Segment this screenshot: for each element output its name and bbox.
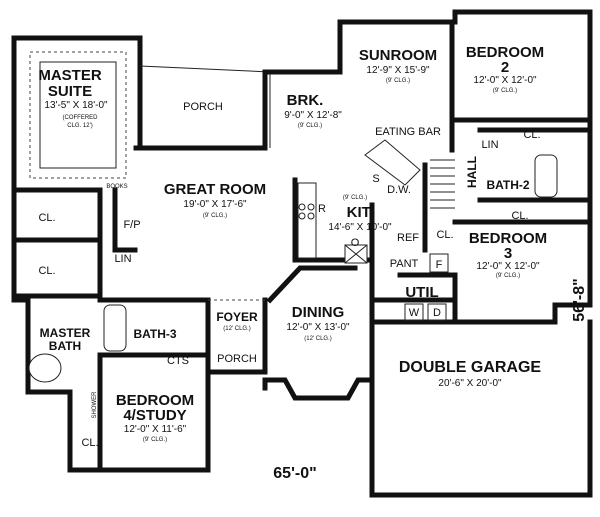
linen-label-master: LIN	[114, 253, 131, 265]
master-bath-name1: MASTER	[40, 326, 91, 340]
wall-west	[11, 35, 211, 473]
closet-label-bed4: CL.	[81, 437, 98, 449]
coffered-inner	[39, 61, 117, 169]
great-room-name: GREAT ROOM	[164, 181, 266, 198]
coffered-ceiling	[29, 51, 127, 179]
stove-burner	[307, 203, 315, 211]
bath2-tub	[534, 154, 558, 198]
closet-label-2: CL.	[38, 265, 55, 277]
stove-burner	[298, 203, 306, 211]
kit-name: KIT.	[347, 204, 374, 221]
master-tub	[28, 353, 62, 383]
bedroom2-name1: BEDROOM	[466, 44, 544, 61]
master-bath-name2: BATH	[49, 339, 81, 353]
dishwasher-label: D.W.	[387, 184, 411, 196]
washer-label: W	[409, 307, 420, 319]
bath2-name: BATH-2	[486, 178, 529, 192]
stove-burner	[298, 212, 306, 220]
hall-label: HALL	[465, 156, 479, 188]
util-name: UTIL	[405, 284, 438, 301]
wall-foyer	[205, 297, 268, 375]
foyer-name: FOYER	[216, 310, 258, 324]
kit-clg: (9' CLG.)	[343, 195, 367, 201]
porch-front-name: PORCH	[217, 353, 257, 365]
sink-label: S	[372, 173, 379, 185]
dining-name: DINING	[292, 304, 345, 321]
shower-label: SHOWER	[92, 391, 98, 419]
bedroom2-clg: (9' CLG.)	[493, 88, 517, 94]
closet-label-bed2: CL.	[523, 129, 540, 141]
wall-front-dining	[262, 377, 375, 401]
garage-size: 20'-6" X 20'-0"	[438, 378, 502, 389]
refrigerator-label: REF	[397, 232, 419, 244]
bedroom4-size: 12'-0" X 11'-6"	[124, 424, 187, 435]
bedroom2-size: 12'-0" X 12'-0"	[473, 75, 537, 86]
brk-name: BRK.	[287, 92, 324, 109]
stair-lines	[430, 159, 455, 209]
wall-master-suite	[11, 35, 143, 151]
range-label: R	[318, 203, 326, 215]
washer-box	[404, 303, 424, 321]
great-room-clg: (9' CLG.)	[203, 213, 227, 219]
freezer-label: F	[436, 259, 443, 271]
bedroom2-name2: 2	[501, 59, 509, 76]
closet-label-bath2: CL.	[511, 210, 528, 222]
wall-util	[397, 272, 458, 325]
width-dimension: 65'-0"	[273, 465, 316, 482]
eating-bar-island	[364, 139, 421, 186]
wall-brk	[262, 9, 593, 308]
kitchen-counter	[297, 182, 317, 259]
pantry-label: PANT	[390, 258, 419, 270]
counter-label: CTS	[167, 355, 189, 367]
wall-fp-block	[112, 187, 138, 253]
brk-size: 9'-0" X 12'-8"	[284, 110, 342, 121]
sunroom-clg: (9' CLG.)	[386, 78, 410, 84]
fireplace-label: F/P	[123, 219, 140, 231]
bedroom4-clg: (9' CLG.)	[143, 437, 167, 443]
foyer-clg: (12' CLG.)	[223, 326, 251, 332]
oven-label: O	[351, 237, 360, 249]
master-suite-note2: CLG. 12')	[67, 123, 93, 129]
eating-bar-label: EATING BAR	[375, 126, 441, 138]
garage-name: DOUBLE GARAGE	[399, 359, 542, 376]
dryer-box	[427, 303, 447, 321]
sunroom-size: 12'-9" X 15'-9"	[366, 65, 430, 76]
bedroom3-clg: (9' CLG.)	[496, 273, 520, 279]
wall-great-dining	[266, 265, 358, 304]
dining-clg: (12' CLG.)	[304, 336, 332, 342]
dryer-label: D	[433, 307, 441, 319]
linen-label-hall: LIN	[481, 139, 498, 151]
porch-top-name: PORCH	[183, 101, 223, 113]
sunroom-name: SUNROOM	[359, 47, 437, 64]
bath3-name: BATH-3	[133, 327, 176, 341]
bedroom4-name1: BEDROOM	[116, 392, 194, 409]
dining-size: 12'-0" X 13'-0"	[286, 322, 350, 333]
depth-dimension: 56'-8"	[571, 278, 588, 321]
master-suite-size: 13'-5" X 18'-0"	[44, 100, 108, 111]
master-suite-name1: MASTER	[38, 67, 102, 84]
brk-clg: (9' CLG.)	[298, 123, 322, 129]
stove-burner	[307, 212, 315, 220]
bath3-tub	[103, 304, 127, 352]
bedroom3-name1: BEDROOM	[469, 230, 547, 247]
great-room-size: 19'-0" X 17'-6"	[183, 199, 247, 210]
kit-size: 14'-6" X 10'-0"	[328, 222, 392, 233]
bedroom4-name2: 4/STUDY	[123, 407, 186, 424]
master-suite-note1: (COFFERED	[63, 115, 99, 121]
master-suite-name2: SUITE	[48, 83, 92, 100]
bedroom3-size: 12'-0" X 12'-0"	[476, 261, 540, 272]
bedroom3-name2: 3	[504, 245, 512, 262]
freezer-box	[429, 253, 449, 273]
closet-label-bed3: CL.	[436, 229, 453, 241]
wall-garage	[369, 302, 593, 498]
oven-x	[344, 244, 368, 264]
books-label: BOOKS	[106, 184, 127, 190]
closet-label-1: CL.	[38, 212, 55, 224]
